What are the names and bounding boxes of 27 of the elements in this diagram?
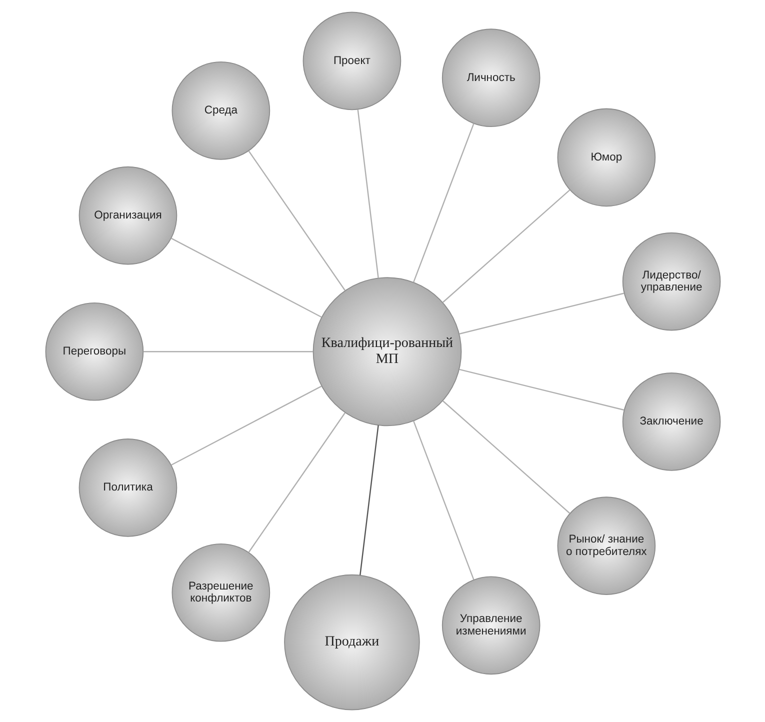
connector	[248, 150, 346, 291]
connector	[458, 368, 624, 411]
connector	[356, 109, 378, 278]
connector	[248, 412, 346, 553]
connector	[170, 386, 322, 466]
node-circle: Заключение	[622, 372, 720, 471]
node-circle: Продажи	[284, 574, 420, 710]
node-circle: Личность	[441, 28, 540, 128]
connector	[442, 400, 570, 514]
node-circle: Рынок/ знание о потребителях	[556, 496, 656, 595]
node-circle: Лидерство/ управление	[622, 232, 720, 331]
node-circle: Политика	[78, 438, 177, 537]
connector	[142, 351, 312, 352]
connector	[359, 425, 378, 576]
node-circle: Переговоры	[44, 302, 144, 401]
connector	[458, 292, 624, 334]
connector	[170, 238, 322, 318]
node-circle: Управление изменениями	[441, 576, 540, 675]
node-circle: Юмор	[556, 108, 656, 207]
connector	[412, 420, 474, 580]
connector	[412, 123, 474, 282]
connector	[442, 189, 570, 303]
node-circle: Квалифици-рованный МП	[312, 277, 462, 426]
node-circle: Среда	[171, 62, 270, 160]
node-circle: Организация	[78, 166, 177, 265]
node-circle: Разрешение конфликтов	[171, 543, 270, 642]
node-circle: Проект	[302, 12, 401, 110]
